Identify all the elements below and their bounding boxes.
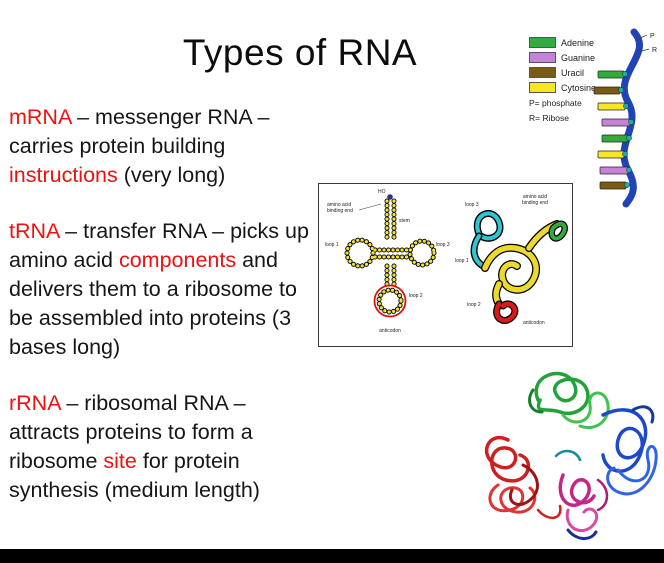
trna-diagrams: HO amino acid binding end stem loop 1 lo… xyxy=(325,189,568,334)
folded-loop3-label: loop 3 xyxy=(465,202,479,208)
r-pointer-line xyxy=(637,48,650,53)
folded-anticodon-ribbon xyxy=(494,301,518,323)
folded-loop3-ribbon xyxy=(475,211,503,241)
mrna-text: – messenger RNA – carries protein buildi… xyxy=(9,105,270,158)
cloverleaf-loop2-label: loop 2 xyxy=(409,293,423,299)
rrna-text: – ribosomal RNA – attracts proteins to f… xyxy=(9,391,253,473)
cloverleaf-binding-end-label-1: amino acid xyxy=(327,202,351,208)
legend-row-cytosine: Cytosine xyxy=(529,82,599,93)
cloverleaf-binding-end-label-2: binding end xyxy=(327,208,353,214)
legend-row-guanine: Guanine xyxy=(529,52,599,63)
body-text-column: mRNA – messenger RNA – carries protein b… xyxy=(9,103,315,532)
folded-body-ribbon xyxy=(482,244,539,293)
binding-end-pointer-line xyxy=(358,203,382,211)
guanine-swatch xyxy=(529,52,556,63)
trna-diagram-box: HO amino acid binding end stem loop 1 lo… xyxy=(318,183,573,347)
phosphate-note: P= phosphate xyxy=(529,98,582,108)
legend-row-uracil: Uracil xyxy=(529,67,599,78)
trna-text: – transfer RNA – picks up amino acid xyxy=(9,219,309,272)
ho-end-dot xyxy=(387,194,393,200)
adenine-label: Adenine xyxy=(561,37,595,48)
uracil-swatch xyxy=(529,67,556,78)
uracil-label: Uracil xyxy=(561,67,585,78)
strand-backbone xyxy=(620,28,643,208)
mrna-paragraph: mRNA – messenger RNA – carries protein b… xyxy=(9,103,315,190)
ho-label: HO xyxy=(378,189,386,195)
adenine-swatch xyxy=(529,37,556,48)
p-pointer-line xyxy=(635,34,648,41)
folded-binding-end-label-2: binding end xyxy=(522,200,548,206)
mrna-term: mRNA xyxy=(9,105,72,129)
trna-term: tRNA xyxy=(9,219,60,243)
ribose-note: R= Ribose xyxy=(529,113,569,123)
rna-strand-diagram: P R xyxy=(593,28,657,208)
ribosome-structure-illustration xyxy=(484,371,658,540)
rrna-highlight: site xyxy=(103,449,137,473)
folded-loop1-label: loop 1 xyxy=(455,258,469,264)
strand-bases xyxy=(593,70,631,190)
bottom-bar xyxy=(0,549,664,563)
anticodon-red-ring xyxy=(373,284,407,318)
stem-label: stem xyxy=(399,218,410,224)
folded-binding-end-label-1: amino acid xyxy=(523,194,547,200)
page-title: Types of RNA xyxy=(182,32,418,73)
mrna-tail: (very long) xyxy=(117,163,226,187)
cloverleaf-loop3-label: loop 3 xyxy=(436,242,450,248)
guanine-label: Guanine xyxy=(561,52,596,63)
trna-tail: and delivers them to a ribosome to be as… xyxy=(9,248,297,359)
cloverleaf-anticodon-label: anticodon xyxy=(379,328,401,334)
mrna-highlight: instructions xyxy=(9,163,118,187)
green-ribbon xyxy=(534,371,590,416)
rrna-tail: for protein synthesis (medium length) xyxy=(9,449,260,502)
trna-folded-diagram: loop 3 amino acid binding end loop 1 loo… xyxy=(455,194,568,326)
rrna-paragraph: rRNA – ribosomal RNA – attracts proteins… xyxy=(9,389,315,505)
ribose-r-label: R xyxy=(652,47,657,54)
folded-anticodon-label: anticodon xyxy=(523,320,545,326)
trna-highlight: components xyxy=(118,248,237,272)
magenta-ribbon xyxy=(558,473,596,507)
blue-ribbon xyxy=(601,408,648,473)
phosphate-p-label: P xyxy=(650,33,655,40)
trna-cloverleaf-diagram: HO amino acid binding end stem loop 1 lo… xyxy=(325,189,450,334)
cytosine-swatch xyxy=(529,82,556,93)
folded-loop2-label: loop 2 xyxy=(467,302,481,308)
cytosine-label: Cytosine xyxy=(561,82,597,93)
folded-binding-end-ribbon xyxy=(549,221,567,241)
cloverleaf-loop1-label: loop 1 xyxy=(325,242,339,248)
base-legend: Adenine Guanine Uracil Cytosine P= phosp… xyxy=(529,37,599,123)
strand-ribose-nodes xyxy=(618,71,634,188)
legend-row-adenine: Adenine xyxy=(529,37,599,48)
red-ribbon xyxy=(484,436,531,483)
rrna-term: rRNA xyxy=(9,391,61,415)
trna-paragraph: tRNA – transfer RNA – picks up amino aci… xyxy=(9,217,315,362)
